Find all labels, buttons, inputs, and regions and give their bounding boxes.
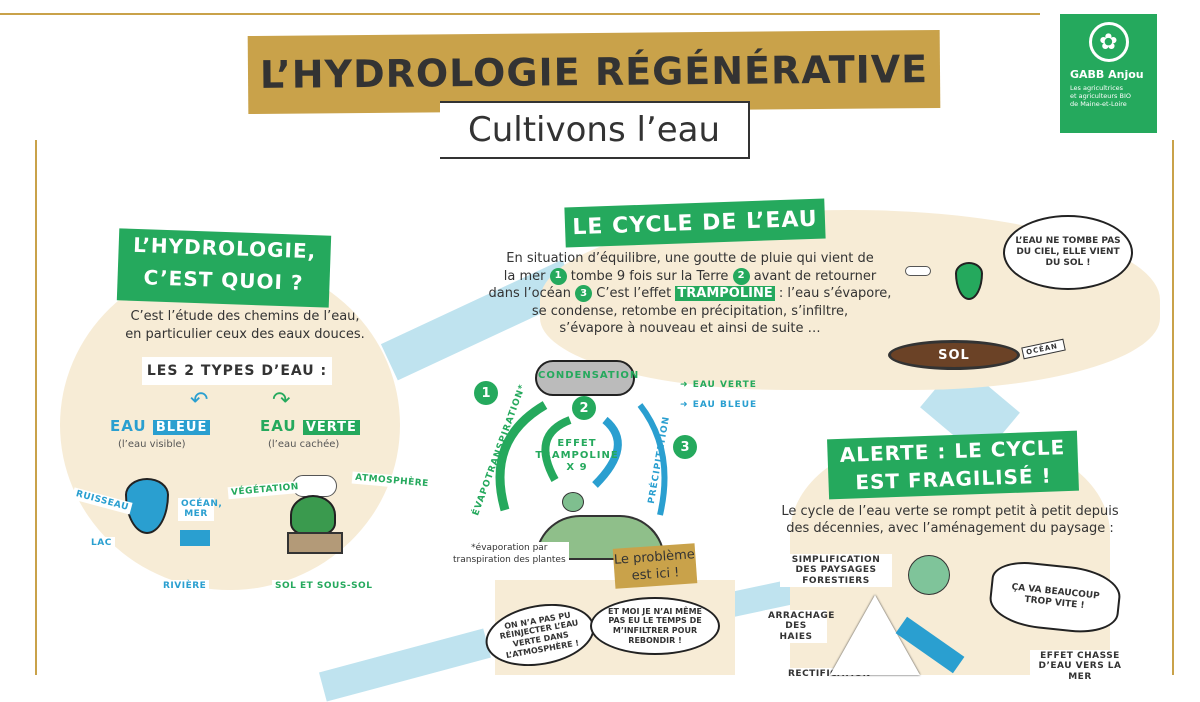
logo-tagline: et agriculteurs BIO bbox=[1070, 92, 1131, 100]
effet-trampoline-label: EFFET TRAMPOLINE X 9 bbox=[532, 438, 622, 474]
eau-word: Eau bbox=[260, 417, 297, 435]
trampoline: SOL bbox=[888, 340, 1020, 370]
section-heading-hydrologie: L’HYDROLOGIE, C’EST QUOI ? bbox=[116, 228, 332, 308]
footnote-line: transpiration des plantes bbox=[453, 555, 566, 565]
cycle-arrows bbox=[495, 401, 668, 516]
cycle-line: En situation d’équilibre, une goutte de … bbox=[506, 251, 874, 266]
river-band bbox=[319, 628, 491, 702]
arrow-green-icon: ➜ bbox=[680, 380, 693, 390]
cycle-paragraph: En situation d’équilibre, une goutte de … bbox=[480, 250, 900, 338]
trampoline-green-arrow bbox=[541, 416, 572, 482]
eau-word: Eau bbox=[110, 417, 147, 435]
label-simplification: Simplification des paysages forestiers bbox=[780, 554, 892, 588]
page-subtitle: Cultivons l’eau bbox=[440, 101, 750, 159]
footnote: *évaporation par transpiration des plant… bbox=[450, 542, 569, 566]
text: C’est l’effet bbox=[596, 286, 672, 301]
effet-line: X 9 bbox=[566, 462, 588, 473]
precipitation-arrow bbox=[637, 403, 668, 516]
speech-bubble-sol: L’eau ne tombe pas du ciel, elle vient d… bbox=[1003, 215, 1133, 290]
number-badge: 3 bbox=[575, 285, 593, 302]
intro-line: C’est l’étude des chemins de l’eau, bbox=[130, 309, 360, 324]
speech-bubble-infiltrer: Et moi je n’ai même pas eu le temps de m… bbox=[590, 597, 720, 655]
alert-line: des décennies, avec l’aménagement du pay… bbox=[786, 521, 1114, 536]
frame-top bbox=[0, 13, 1040, 15]
trampoline-tag: TRAMPOLINE bbox=[675, 286, 775, 301]
trampoline-blue-arrow bbox=[592, 416, 622, 488]
effet-line: EFFET bbox=[557, 438, 597, 449]
legend-text: EAU BLEUE bbox=[692, 400, 758, 410]
cycle-line: s’évapore à nouveau et ainsi de suite … bbox=[559, 321, 821, 336]
number-badge: 1 bbox=[549, 267, 567, 285]
text: tombe 9 fois sur la Terre bbox=[570, 268, 729, 284]
text: dans l’océan bbox=[488, 286, 571, 301]
falling-tree bbox=[908, 555, 950, 595]
legend-eau-bleue: ➜ EAU BLEUE bbox=[680, 400, 757, 410]
frame-right bbox=[1172, 140, 1174, 675]
logo-tagline: Les agricultrices bbox=[1070, 84, 1124, 92]
ocean-water bbox=[180, 530, 210, 546]
eau-verte-sub: (l’eau cachée) bbox=[268, 439, 340, 450]
alert-line: Le cycle de l’eau verte se rompt petit à… bbox=[781, 504, 1119, 519]
text: avant de retourner bbox=[753, 268, 877, 284]
cycle-line: se condense, retombe en précipitation, s… bbox=[531, 303, 849, 319]
text: : l’eau s’évapore, bbox=[778, 286, 892, 301]
label-sol-sous-sol: Sol et sous-sol bbox=[272, 580, 376, 593]
intro-line: en particulier ceux des eaux douces. bbox=[125, 327, 365, 342]
cycle-step-1: 1 bbox=[474, 381, 498, 405]
label-arrachage: Arrachage des haies bbox=[765, 610, 834, 644]
number-badge: 2 bbox=[732, 267, 750, 285]
footnote-line: *évaporation par bbox=[471, 543, 548, 553]
verte-tag: VERTE bbox=[302, 420, 360, 435]
evapotranspiration-arrow bbox=[495, 401, 548, 512]
cycle-step-2: 2 bbox=[572, 396, 596, 420]
effet-line: TRAMPOLINE bbox=[535, 450, 619, 461]
bleue-tag: BLEUE bbox=[152, 420, 211, 435]
types-label: Les 2 types d’eau : bbox=[142, 357, 332, 385]
cloud-condensation bbox=[535, 360, 635, 396]
cycle-line: la mer 1 tombe 9 fois sur la Terre 2 ava… bbox=[480, 267, 900, 286]
frame-left bbox=[35, 140, 37, 675]
heading-line: C’EST QUOI ? bbox=[143, 265, 304, 295]
legend-text: EAU VERTE bbox=[692, 380, 757, 390]
eau-bleue-title: Eau BLEUE bbox=[110, 417, 211, 435]
label-riviere: Rivière bbox=[160, 580, 210, 593]
arrow-blue-icon: ➜ bbox=[680, 400, 693, 410]
flower-icon: ✿ bbox=[1088, 22, 1129, 62]
gabb-anjou-logo: ✿ GABB Anjou Les agricultrices et agricu… bbox=[1060, 14, 1157, 133]
sol-label: SOL bbox=[938, 347, 970, 363]
arrow-green-icon: ↷ bbox=[272, 388, 291, 413]
label-chasse-eau: Effet chasse d’eau vers la mer bbox=[1030, 650, 1130, 684]
logo-tagline: de Maine-et-Loire bbox=[1070, 100, 1127, 108]
eau-verte-title: Eau VERTE bbox=[260, 417, 360, 435]
cloud-icon bbox=[905, 266, 931, 276]
problem-label: Le problème est ici ! bbox=[612, 543, 698, 589]
text: la mer bbox=[503, 268, 546, 284]
eau-bleue-sub: (l’eau visible) bbox=[118, 439, 186, 450]
tree-icon bbox=[562, 492, 584, 512]
cycle-line: dans l’océan 3 C’est l’effet TRAMPOLINE … bbox=[480, 285, 900, 303]
section-heading-alerte: ALERTE : LE CYCLE EST FRAGILISÉ ! bbox=[827, 430, 1079, 500]
cycle-step-3: 3 bbox=[673, 435, 697, 459]
legend-eau-verte: ➜ EAU VERTE bbox=[680, 380, 757, 390]
arrow-blue-icon: ↶ bbox=[190, 388, 209, 413]
label-lac: Lac bbox=[88, 537, 115, 550]
soil-box bbox=[287, 532, 343, 554]
logo-name: GABB Anjou bbox=[1070, 68, 1144, 81]
green-plant-character bbox=[290, 495, 336, 535]
condensation-label: CONDENSATION bbox=[538, 370, 640, 381]
label-ocean-mer: Océan, mer bbox=[178, 498, 222, 521]
